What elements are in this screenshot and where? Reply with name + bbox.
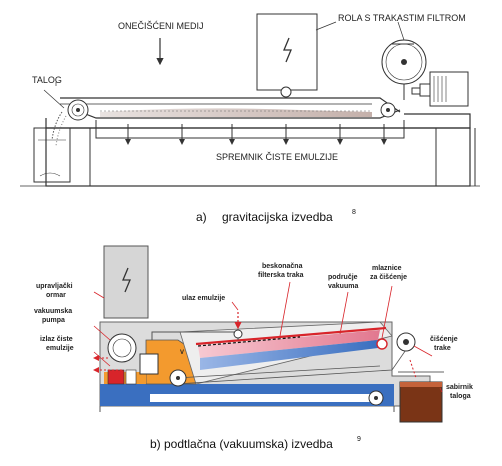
label-mlaznice-2: za čišćenje (370, 274, 407, 281)
label-sabirnik-1: sabirnik (446, 384, 473, 391)
label-podrucje-2: vakuuma (328, 283, 358, 290)
label-ciscenje-2: trake (434, 345, 451, 352)
label-izlaz-2: emulzije (46, 345, 74, 352)
vacuum-pump (107, 333, 137, 363)
lightning-icon (283, 37, 292, 63)
control-cabinet-a (256, 13, 318, 91)
label-sabirnik-2: taloga (450, 393, 471, 400)
label-upravljacki-2: ormar (46, 292, 66, 299)
label-beskonacna-1: beskonačna (262, 263, 303, 270)
label-vakuumska-1: vakuumska (34, 308, 72, 315)
label-izlaz-1: izlaz čiste (40, 336, 73, 343)
label-ulaz: ulaz emulzije (182, 295, 225, 302)
label-rola: ROLA S TRAKASTIM FILTROM (338, 13, 466, 23)
caption-a-prefix: a) (196, 210, 207, 224)
control-cabinet-b (103, 245, 149, 319)
label-vakuumska-2: pumpa (42, 317, 65, 324)
filter-belt-b (195, 326, 387, 346)
caption-a-ref: 8 (352, 209, 356, 216)
label-beskonacna-2: filterska traka (258, 272, 304, 279)
figure-b-diagram: V upravljački ormar vakuumska pumpa izla… (34, 245, 473, 451)
label-ciscenje-1: čišćenje (430, 336, 458, 343)
figure-a-diagram: ONEČIŠĆENI MEDIJ ROLA S TRAKASTIM FILTRO… (20, 13, 480, 224)
label-upravljacki-1: upravljački (36, 283, 73, 290)
sludge-bin-a (33, 127, 71, 183)
caption-b-text: b) podtlačna (vakuumska) izvedba (150, 437, 333, 451)
motor-a (429, 71, 469, 107)
label-mlaznice-1: mlaznice (372, 265, 402, 272)
svg-text:V: V (180, 350, 184, 356)
sludge-bin-b (399, 381, 443, 423)
lightning-icon (122, 267, 131, 293)
label-podrucje-1: područje (328, 274, 358, 281)
caption-a-text: gravitacijska izvedba (222, 210, 333, 224)
label-talog: TALOG (32, 75, 62, 85)
label-onecisceni-medij: ONEČIŠĆENI MEDIJ (118, 21, 204, 31)
caption-b-ref: 9 (357, 436, 361, 443)
label-spremnik: SPREMNIK ČISTE EMULZIJE (216, 152, 338, 162)
